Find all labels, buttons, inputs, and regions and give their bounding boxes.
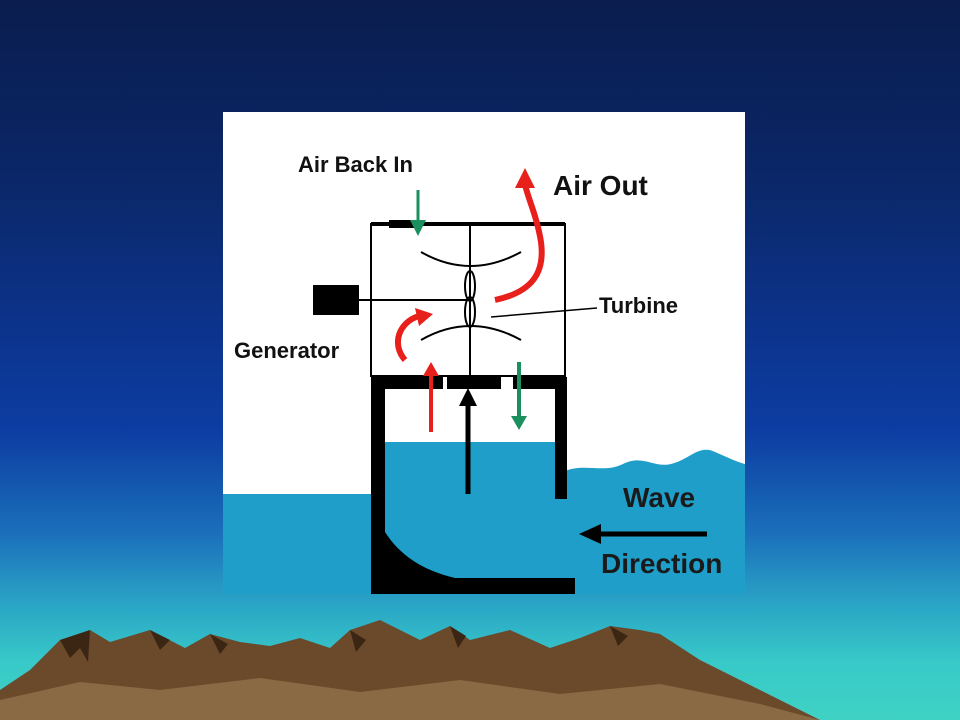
mountain-lower-ridge [0,678,820,720]
sea-water-left [223,494,373,594]
chamber-right-wall [555,377,567,499]
chamber-roof-center [447,377,501,389]
owc-diagram-graphic [223,168,745,594]
turbine-upper-vane [420,251,522,267]
chamber-roof-left [371,377,443,389]
owc-diagram: Air Back In Air Out Turbine Generator Wa… [223,112,745,594]
wave-direction-arrow-icon [579,524,707,544]
green-down-arrow [511,362,527,430]
direction-label: Direction [601,548,723,579]
air-out-label: Air Out [553,170,648,201]
red-up-arrow [423,362,439,432]
chamber-roof-right [513,377,567,389]
wave-label: Wave [623,482,696,513]
chamber-left-wall [371,377,575,594]
sea-water-right [563,449,745,594]
generator-label: Generator [234,338,340,363]
red-curved-arrow [394,308,433,362]
air-back-in-label: Air Back In [298,152,413,177]
generator-icon [313,285,359,315]
air-valve-top [389,220,421,228]
mountain-range [0,620,820,720]
air-in-arrow-icon [410,190,426,236]
water-up-arrow [459,388,477,494]
air-out-arrow-icon [494,168,545,303]
turbine-label: Turbine [599,293,679,318]
turbine-pointer-line [490,307,598,318]
chamber-water [385,442,565,582]
